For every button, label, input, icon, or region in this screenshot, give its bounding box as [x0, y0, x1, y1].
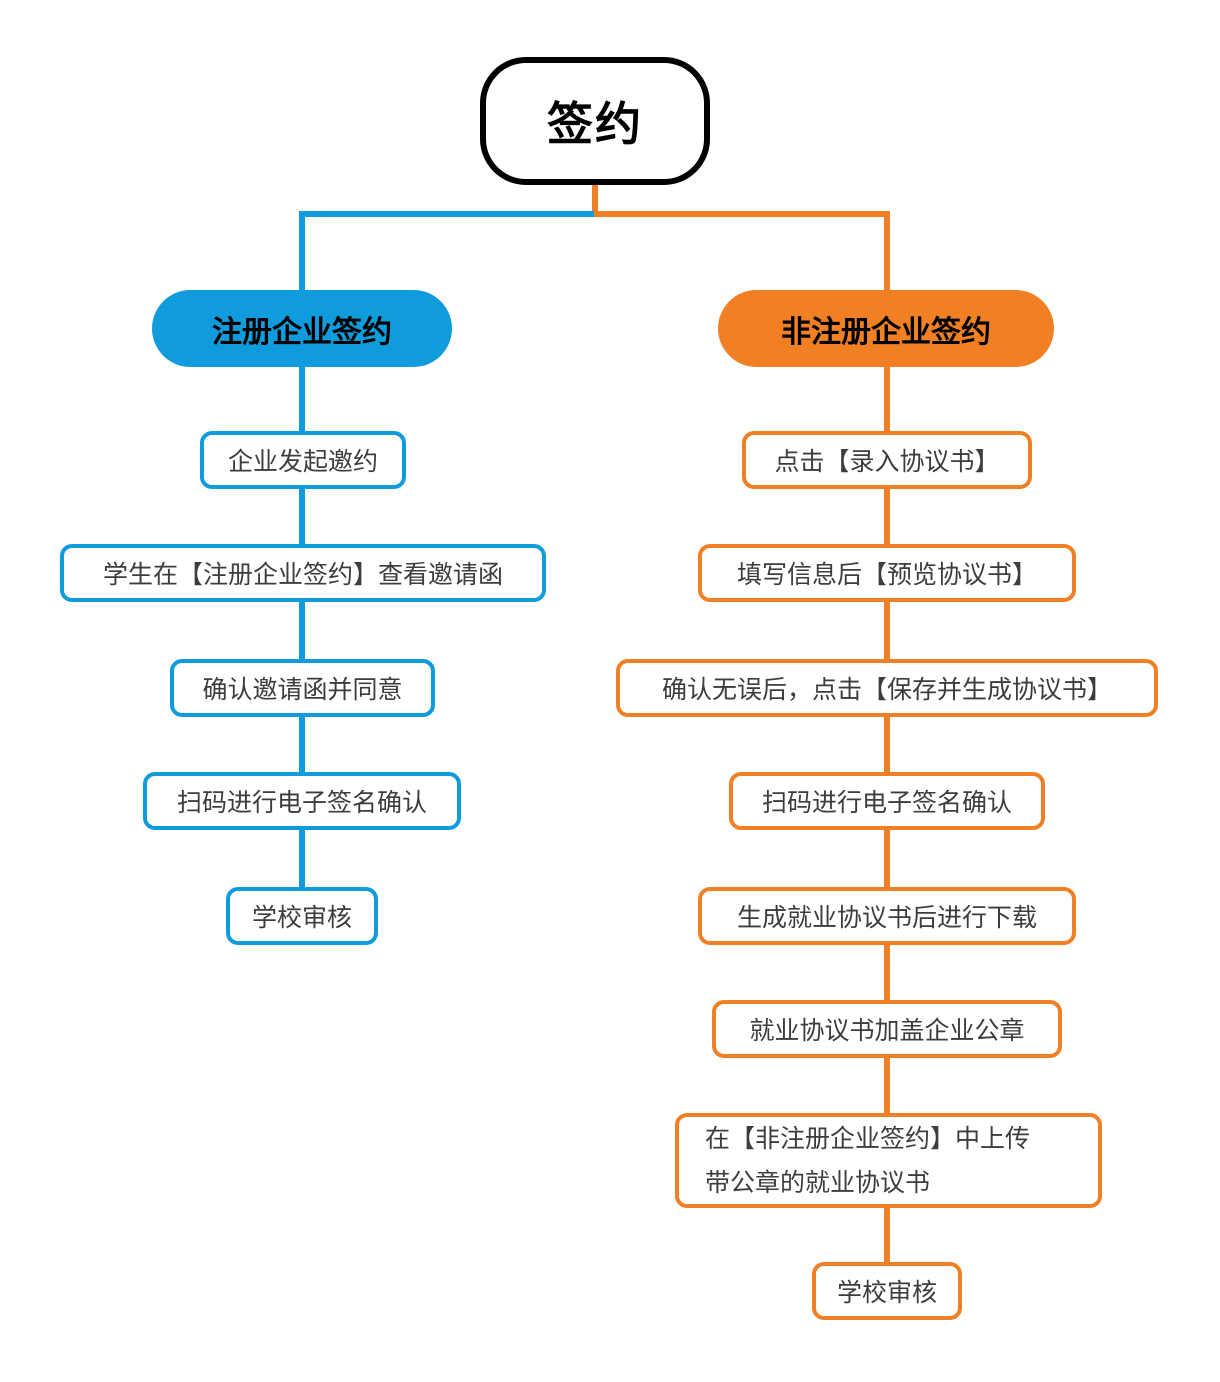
root-node-title: 签约: [480, 57, 710, 185]
step-unregistered-scan-esign: 扫码进行电子签名确认: [729, 772, 1045, 830]
step-unregistered-preview-agreement: 填写信息后【预览协议书】: [698, 544, 1076, 602]
step-registered-invite: 企业发起邀约: [200, 431, 406, 489]
branch-unregistered-pill: 非注册企业签约: [718, 290, 1054, 367]
step-unregistered-save-generate: 确认无误后，点击【保存并生成协议书】: [616, 659, 1158, 717]
connector-spine-unregistered: [884, 211, 890, 1293]
step-registered-view-invitation: 学生在【注册企业签约】查看邀请函: [60, 544, 546, 602]
step-unregistered-upload-stamped: 在【非注册企业签约】中上传带公章的就业协议书: [675, 1113, 1102, 1208]
branch-registered-pill: 注册企业签约: [152, 290, 452, 367]
step-unregistered-enter-agreement: 点击【录入协议书】: [742, 431, 1032, 489]
step-unregistered-stamp-seal: 就业协议书加盖企业公章: [712, 1000, 1062, 1058]
connector-branch-right: [594, 211, 890, 217]
step-registered-confirm-agree: 确认邀请函并同意: [170, 659, 435, 717]
connector-title-stem: [592, 183, 598, 217]
step-registered-school-review: 学校审核: [226, 887, 378, 945]
step-registered-scan-esign: 扫码进行电子签名确认: [143, 772, 461, 830]
step-unregistered-download: 生成就业协议书后进行下载: [698, 887, 1076, 945]
step-unregistered-school-review: 学校审核: [812, 1262, 962, 1320]
connector-branch-left: [299, 211, 598, 217]
